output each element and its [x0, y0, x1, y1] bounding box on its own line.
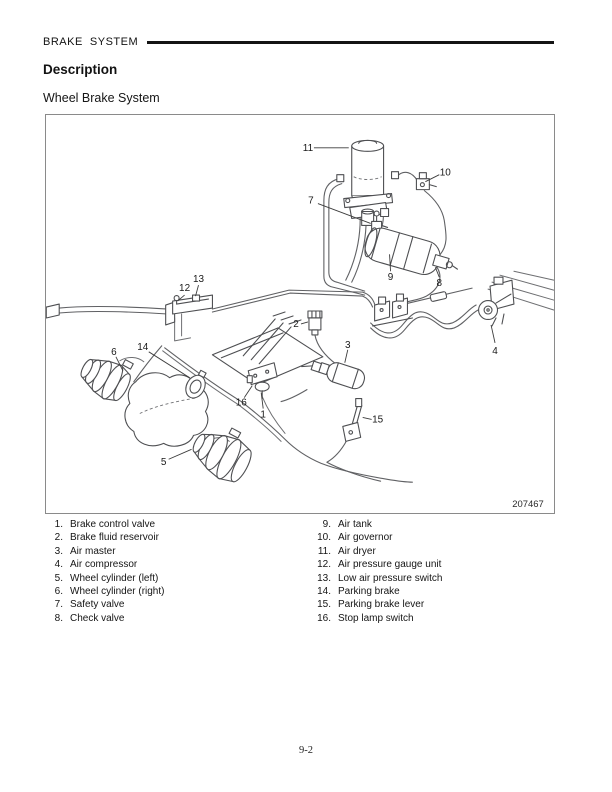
- callout-label-10: 10: [440, 168, 452, 179]
- legend-column-right: 9.Air tank 10.Air governor 11.Air dryer …: [305, 518, 442, 625]
- legend-item: 5. Wheel cylinder (left): [47, 572, 164, 585]
- legend-item-number: 11.: [317, 545, 331, 557]
- legend-item-label: Parking brake lever: [338, 599, 425, 611]
- air-governor: [415, 172, 437, 191]
- legend-item: 9. Air tank: [305, 518, 442, 531]
- legend-item-label: Safety valve: [70, 599, 125, 611]
- callout-label-4: 4: [492, 346, 498, 357]
- legend-item-label: Air compressor: [70, 559, 138, 571]
- air-master: [301, 360, 366, 390]
- callout-label-6: 6: [111, 347, 117, 358]
- legend-item-label: Stop lamp switch: [338, 612, 414, 624]
- legend-item-label: Wheel cylinder (left): [70, 572, 159, 584]
- legend-item-number: 12.: [317, 559, 331, 571]
- legend-item-number: 1.: [54, 519, 63, 530]
- callout-label-15: 15: [372, 414, 384, 425]
- legend-item-label: Air tank: [338, 519, 372, 530]
- callout-label-13: 13: [193, 274, 205, 285]
- callout-label-7: 7: [308, 196, 314, 207]
- legend-item: 3. Air master: [47, 545, 164, 558]
- subsection-title: Wheel Brake System: [43, 91, 160, 105]
- callout-label-14: 14: [137, 342, 149, 353]
- legend-item: 13. Low air pressure switch: [305, 572, 442, 585]
- legend-item: 12. Air pressure gauge unit: [305, 558, 442, 571]
- page-number: 9-2: [299, 745, 313, 756]
- air-tank: [364, 227, 458, 276]
- left-edge-bracket: [46, 303, 60, 319]
- legend-item: 1. Brake control valve: [47, 518, 164, 531]
- legend-item: 2. Brake fluid reservoir: [47, 531, 164, 544]
- legend-item-number: 7.: [54, 599, 63, 611]
- legend-item-number: 9.: [322, 519, 331, 530]
- legend-item-number: 5.: [54, 572, 63, 584]
- legend-item-label: Air master: [70, 545, 116, 557]
- callout-label-5: 5: [161, 457, 167, 468]
- legend-item-number: 10.: [317, 532, 331, 544]
- callout-label-12: 12: [179, 283, 191, 294]
- legend-column-left: 1. Brake control valve 2. Brake fluid rese…: [47, 518, 165, 625]
- legend-item-number: 15.: [317, 599, 331, 611]
- legend-item-number: 14.: [317, 585, 331, 597]
- legend-item-number: 2.: [54, 532, 63, 544]
- callout-leaders: [115, 147, 496, 460]
- axle-assembly: [80, 358, 252, 483]
- callout-label-9: 9: [388, 272, 394, 283]
- brake-fluid-reservoir: [307, 310, 323, 336]
- callout-label-8: 8: [437, 278, 443, 289]
- legend-item-label: Air governor: [338, 532, 393, 544]
- pedal-assembly: [211, 311, 324, 400]
- callout-label-16: 16: [236, 398, 248, 409]
- gauge-unit: [165, 294, 213, 326]
- air-dryer: [336, 139, 400, 226]
- legend-item: 6. Wheel cylinder (right): [47, 585, 165, 598]
- legend-item-label: Parking brake: [338, 585, 400, 597]
- page-header: BRAKE SYSTEM: [43, 36, 554, 48]
- legend-item: 10. Air governor: [305, 531, 442, 544]
- figure-number: 207467: [512, 499, 544, 510]
- legend-item-number: 3.: [54, 545, 63, 557]
- legend-item: 4. Air compressor: [47, 558, 164, 571]
- legend-item: 11. Air dryer: [305, 545, 442, 558]
- figure-frame: 1 2 3 4 5 6 7 8 9 10 11 12 13 14 15 16 2…: [45, 114, 555, 514]
- legend-item-number: 16.: [317, 612, 331, 624]
- legend-item-label: Low air pressure switch: [338, 572, 443, 584]
- parking-brake-lever: [342, 398, 363, 442]
- air-piping: [58, 171, 479, 483]
- callout-label-1: 1: [260, 409, 266, 420]
- legend-item-number: 6.: [54, 585, 63, 597]
- callout-label-11: 11: [303, 143, 314, 154]
- legend-item-label: Wheel cylinder (right): [70, 585, 165, 597]
- pipe-connector: [429, 291, 448, 302]
- legend-item: 15. Parking brake lever: [305, 598, 442, 611]
- valve-cluster: [372, 293, 413, 327]
- callout-label-2: 2: [293, 319, 299, 330]
- legend-item: 14. Parking brake: [305, 585, 442, 598]
- legend-item-label: Check valve: [70, 612, 125, 624]
- legend-item-number: 8.: [54, 612, 63, 624]
- legend-item-number: 13.: [317, 572, 331, 584]
- legend-item: 7. Safety valve: [47, 598, 164, 611]
- header-label: BRAKE SYSTEM: [43, 36, 139, 48]
- brake-system-diagram: 1 2 3 4 5 6 7 8 9 10 11 12 13 14 15 16 2…: [46, 139, 554, 510]
- legend-item-label: Air pressure gauge unit: [338, 559, 442, 571]
- callout-labels: 1 2 3 4 5 6 7 8 9 10 11 12 13 14 15 16: [111, 143, 498, 468]
- air-compressor: [478, 276, 515, 327]
- legend-item-label: Brake fluid reservoir: [70, 532, 159, 544]
- section-title: Description: [43, 62, 118, 77]
- legend-item-label: Brake control valve: [70, 519, 156, 530]
- safety-valve: [371, 210, 389, 231]
- legend-item-number: 4.: [54, 559, 63, 571]
- callout-label-3: 3: [345, 340, 351, 351]
- legend-item-label: Air dryer: [338, 545, 376, 557]
- legend-item: 8. Check valve: [47, 612, 164, 625]
- header-rule: [147, 41, 554, 44]
- legend-item: 16. Stop lamp switch: [305, 612, 442, 625]
